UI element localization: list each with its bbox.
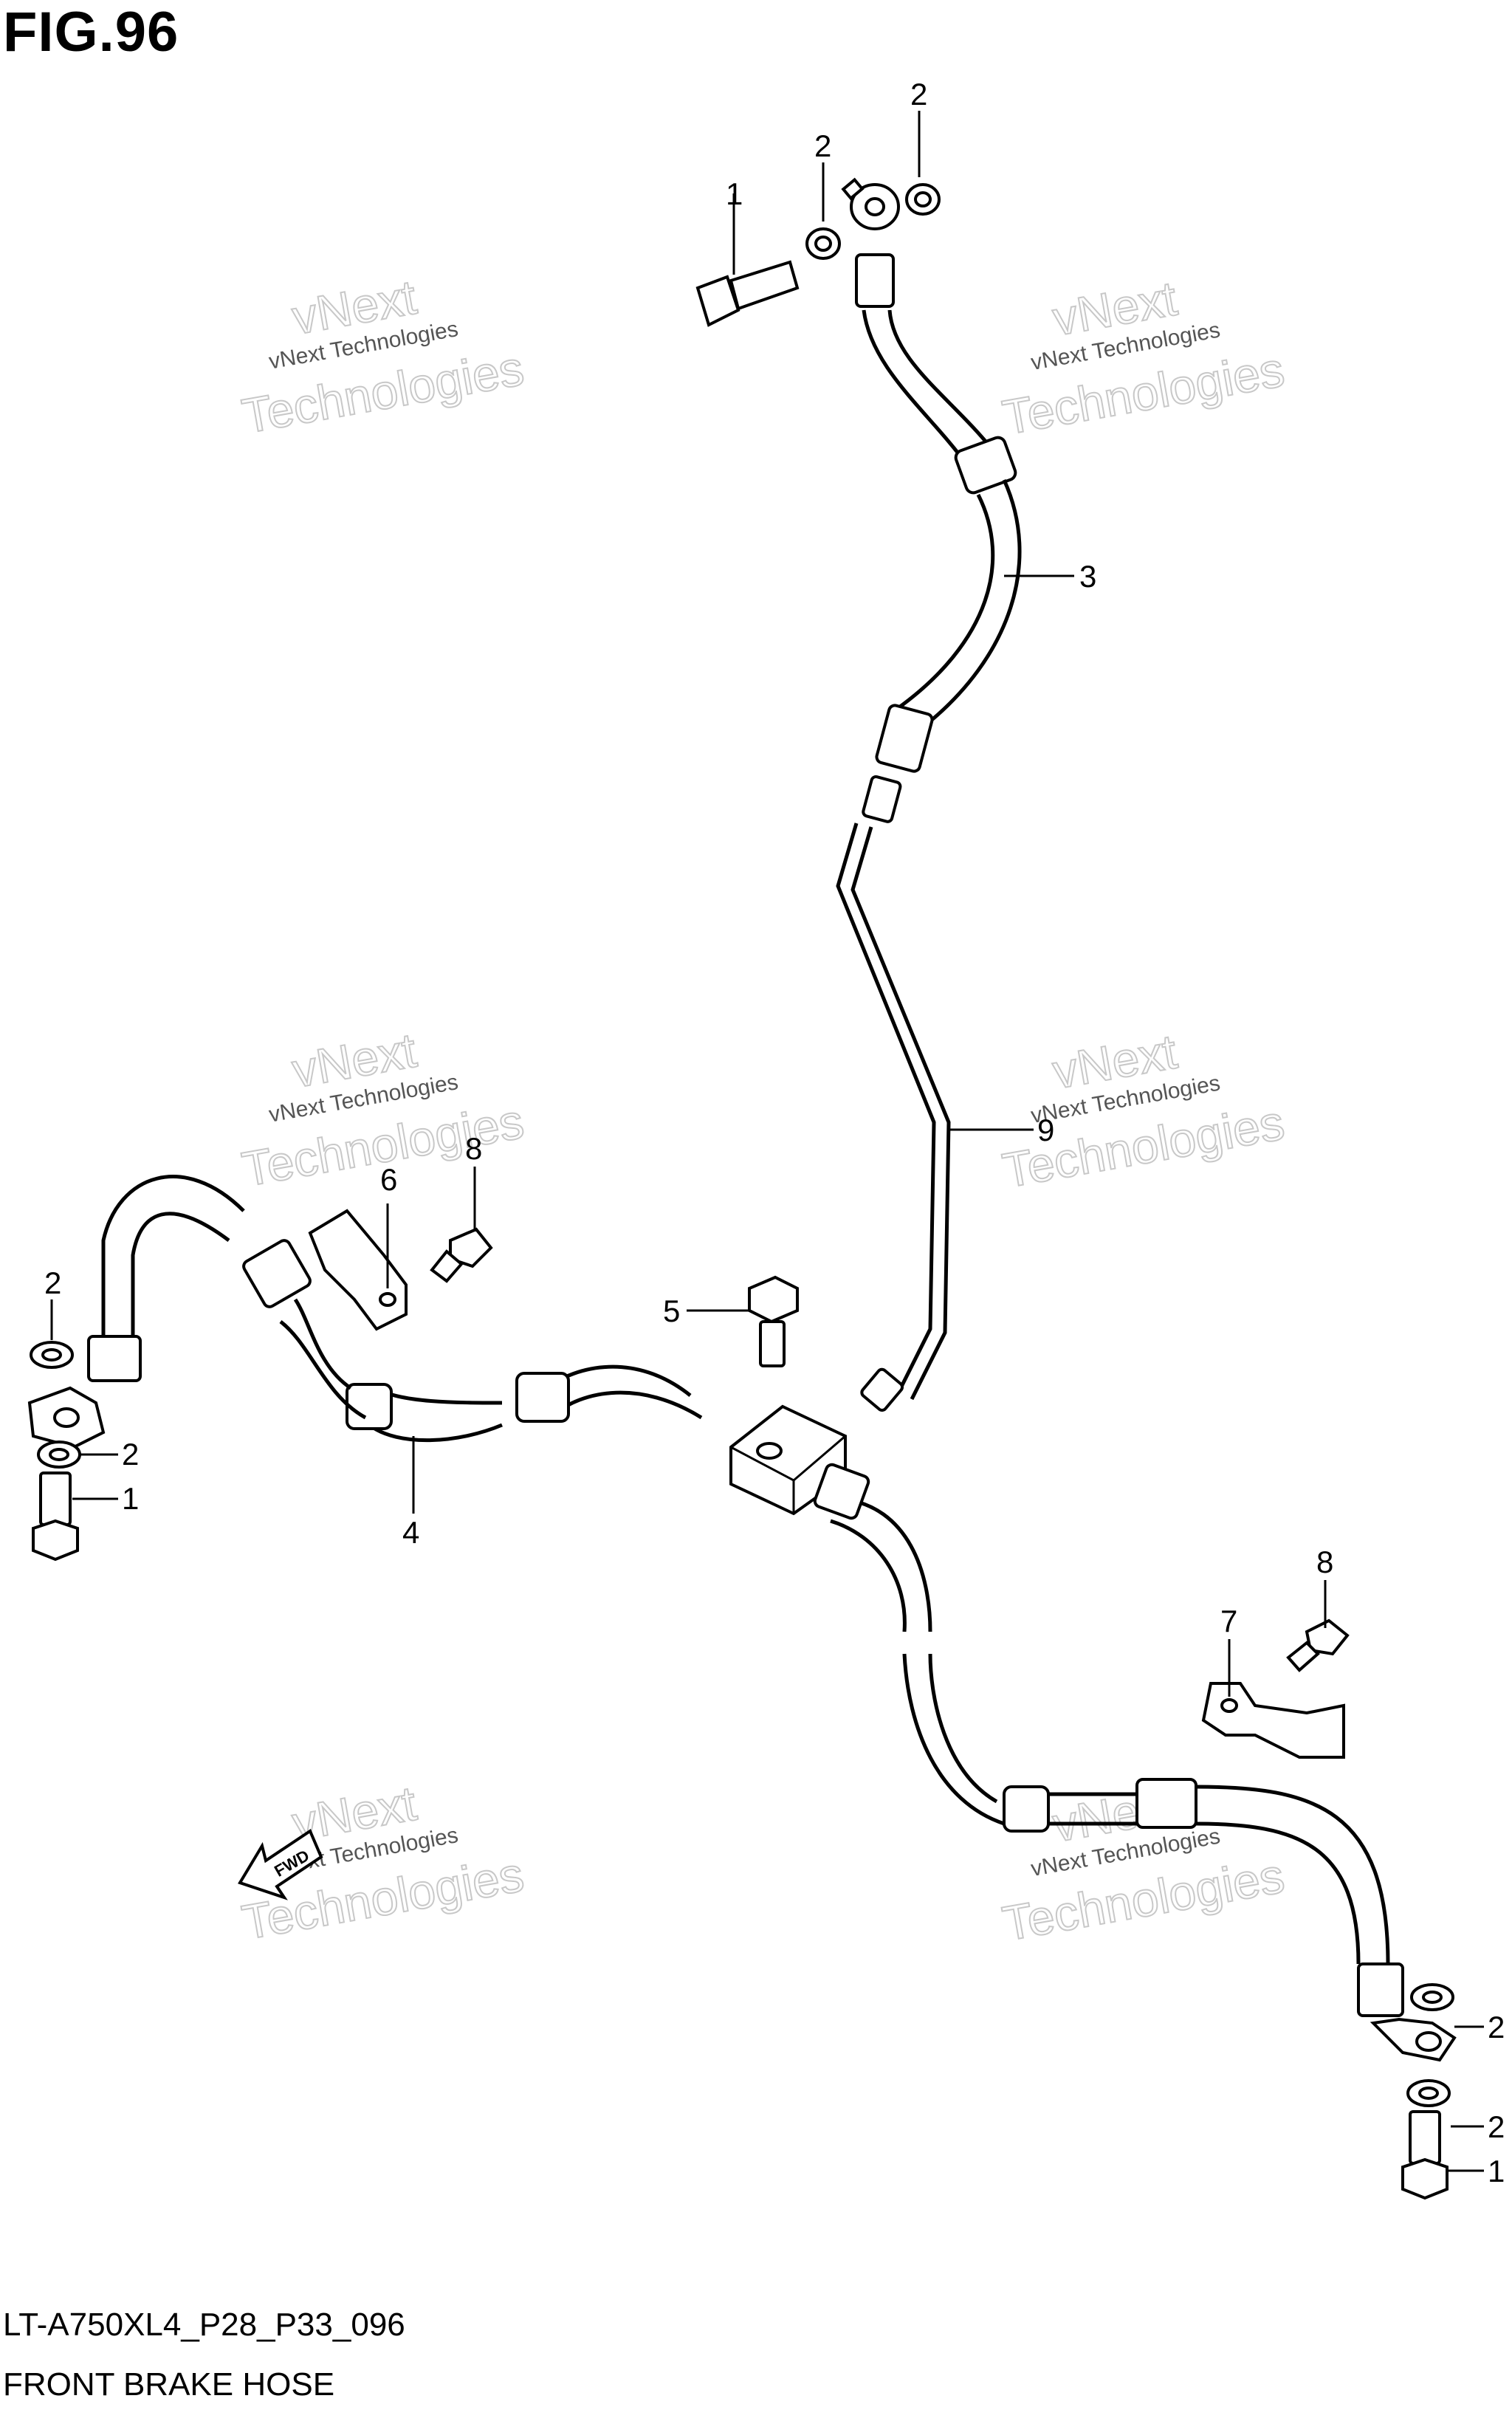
- callout-2-right-top: 2: [1488, 2010, 1505, 2044]
- fwd-arrow: FWD: [238, 1829, 323, 1900]
- hose-fitting-left-lower: [87, 1335, 142, 1382]
- callout-2-left-bottom: 2: [122, 1437, 139, 1472]
- hose-fitting-right-lower: [1357, 1962, 1404, 2017]
- joint-bolt: [748, 1275, 799, 1367]
- callout-2-top-right: 2: [910, 77, 927, 111]
- figure-code: LT-A750XL4_P28_P33_096: [3, 2307, 405, 2343]
- callout-4: 4: [402, 1515, 419, 1550]
- callout-2-right-bottom: 2: [1488, 2109, 1505, 2144]
- callout-2-left-top: 2: [44, 1266, 61, 1300]
- hose-collar-right: [1003, 1785, 1050, 1833]
- bolt-left: [430, 1227, 493, 1283]
- callout-1-left: 1: [122, 1481, 139, 1516]
- hose-fitting-right-mid: [1135, 1778, 1197, 1829]
- union-bolt-right: [1401, 2110, 1449, 2200]
- callout-9: 9: [1037, 1113, 1054, 1147]
- callout-8-right: 8: [1316, 1545, 1333, 1579]
- clamp-left: [308, 1209, 408, 1331]
- upper-hose-assembly: [841, 177, 1022, 823]
- brake-pipe: [836, 823, 951, 1412]
- union-bolt-top: [695, 260, 800, 327]
- callout-3: 3: [1079, 559, 1096, 594]
- callout-8-left: 8: [465, 1131, 482, 1166]
- watermark-bottom-left: vNext Technologies vNext Technologies: [237, 1775, 528, 1951]
- hose-fitting-left-mid: [242, 1239, 312, 1308]
- callout-5: 5: [663, 1294, 680, 1328]
- watermark-top-right: vNext Technologies vNext Technologies: [998, 269, 1289, 445]
- callout-6: 6: [380, 1162, 397, 1197]
- callout-1-right: 1: [1488, 2154, 1505, 2188]
- hose-collar: [954, 436, 1017, 495]
- joint-block: [729, 1404, 847, 1516]
- watermarks: vNext Technologies vNext Technologies vN…: [237, 269, 1289, 1952]
- callout-7: 7: [1220, 1604, 1237, 1638]
- hose-fitting-top: [855, 253, 895, 308]
- hose-fitting-lower: [875, 704, 934, 773]
- watermark-top-left: vNext Technologies vNext Technologies: [237, 269, 528, 444]
- bolt-right: [1286, 1618, 1350, 1672]
- figure-title: FIG.96: [3, 1, 179, 63]
- left-hose-assembly: [27, 1175, 703, 1449]
- right-hose-assembly: [813, 1463, 1457, 2062]
- callouts: 1 2 2 3 9 5 6 8 2 2 1 4 8 7 2 2 1: [44, 77, 1505, 2188]
- callout-1-top: 1: [726, 176, 743, 211]
- clamp-right: [1201, 1682, 1345, 1759]
- banjo-fitting-right: [1370, 2017, 1457, 2062]
- watermark-mid-right: vNext Technologies vNext Technologies: [998, 1023, 1289, 1198]
- callout-2-top-left: 2: [814, 128, 831, 163]
- leader-lines: [50, 111, 1484, 2172]
- figure-caption: FRONT BRAKE HOSE: [3, 2366, 335, 2403]
- union-bolt-left: [32, 1472, 79, 1562]
- hose-collar-left: [346, 1383, 393, 1430]
- watermark-mid-left: vNext Technologies vNext Technologies: [237, 1022, 528, 1198]
- hose-collar-left-joint: [515, 1372, 570, 1423]
